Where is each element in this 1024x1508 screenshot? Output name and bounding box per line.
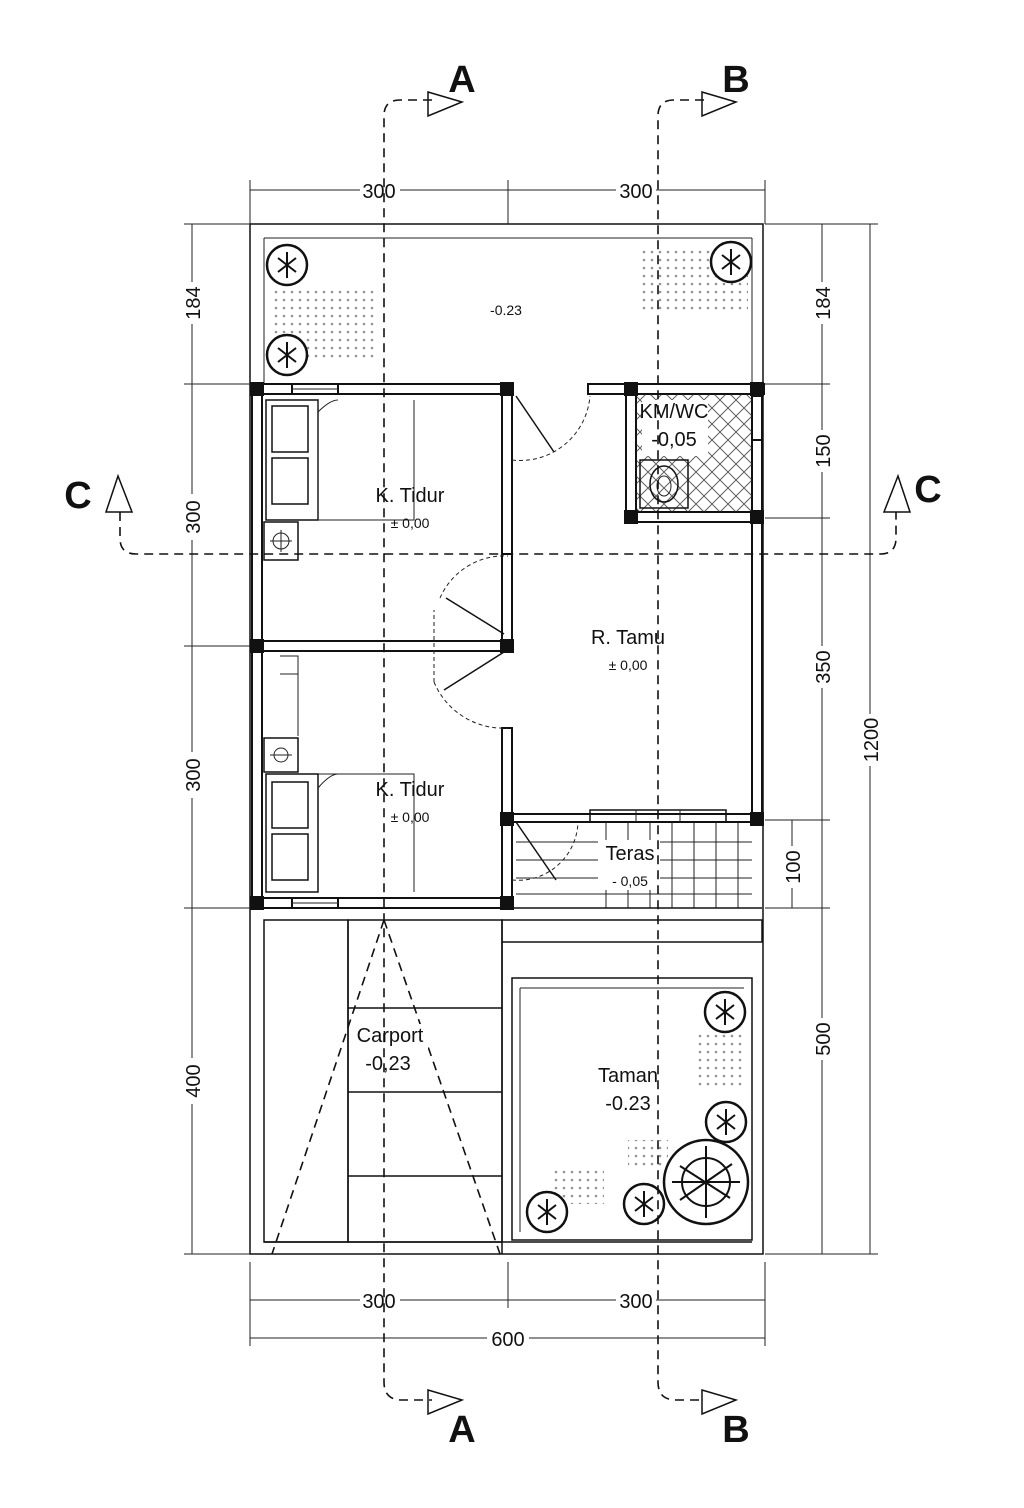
front-yard-level: -0.23 bbox=[490, 302, 522, 318]
doors bbox=[433, 395, 591, 881]
garden-name: Taman bbox=[598, 1065, 658, 1087]
section-b-bottom-label: B bbox=[722, 1409, 749, 1451]
left-dimension-chain: 184 300 300 400 bbox=[180, 223, 250, 1255]
dim-left-carport: 400 bbox=[183, 1064, 205, 1097]
living-room-level: ± 0,00 bbox=[609, 657, 648, 673]
dim-bottom-right: 300 bbox=[619, 1291, 652, 1313]
tree-icon bbox=[703, 990, 747, 1034]
wardrobe-icon bbox=[263, 521, 299, 561]
front-yard: -0.23 bbox=[265, 240, 753, 377]
dim-right-kmwc: 150 bbox=[813, 434, 835, 467]
section-arrow-icon bbox=[882, 473, 912, 513]
section-arrow-icon bbox=[427, 1388, 465, 1416]
section-line-a: A A bbox=[383, 59, 476, 1451]
carport: Carport -0,23 bbox=[263, 919, 503, 1255]
dim-top-left: 300 bbox=[362, 181, 395, 203]
tree-icon bbox=[525, 1190, 569, 1234]
carport-name: Carport bbox=[357, 1025, 424, 1047]
dim-left-front: 184 bbox=[183, 286, 205, 319]
bedroom-1-name: K. Tidur bbox=[376, 485, 445, 507]
tree-icon bbox=[265, 243, 309, 287]
garden-level: -0.23 bbox=[605, 1093, 651, 1115]
dim-right-front: 184 bbox=[813, 286, 835, 319]
dim-top-right: 300 bbox=[619, 181, 652, 203]
section-a-bottom-label: A bbox=[448, 1409, 475, 1451]
dim-right-taman: 500 bbox=[813, 1022, 835, 1055]
living-room-name: R. Tamu bbox=[591, 627, 665, 649]
bedroom-2-level: ± 0,00 bbox=[391, 809, 430, 825]
dim-bottom-total: 600 bbox=[491, 1329, 524, 1351]
section-line-c: C C bbox=[64, 469, 942, 555]
terrace-level: - 0,05 bbox=[612, 873, 648, 889]
bed-icon bbox=[265, 399, 319, 521]
bedroom-2-name: K. Tidur bbox=[376, 779, 445, 801]
dim-right-tamu: 350 bbox=[813, 650, 835, 683]
bedroom-2: K. Tidur ± 0,00 bbox=[263, 655, 445, 893]
terrace-name: Teras bbox=[606, 843, 655, 865]
terrace: Teras - 0,05 bbox=[512, 809, 762, 909]
living-room: R. Tamu ± 0,00 bbox=[591, 627, 665, 673]
tree-icon bbox=[704, 1100, 748, 1144]
dim-bottom-left: 300 bbox=[362, 1291, 395, 1313]
bed-icon bbox=[265, 773, 319, 893]
top-dimension-chain: 300 300 bbox=[249, 178, 766, 224]
tree-icon bbox=[622, 1182, 666, 1226]
garden: Taman -0.23 bbox=[501, 919, 763, 1254]
section-arrow-icon bbox=[104, 473, 134, 513]
tree-icon bbox=[662, 1138, 750, 1226]
section-a-top-label: A bbox=[448, 59, 475, 101]
section-line-b: B B bbox=[657, 59, 750, 1451]
dim-right-teras: 100 bbox=[783, 850, 805, 883]
carport-level: -0,23 bbox=[365, 1053, 411, 1075]
section-c-right-label: C bbox=[914, 469, 941, 511]
section-c-left-label: C bbox=[64, 475, 91, 517]
dim-right-total: 1200 bbox=[861, 718, 883, 763]
section-arrow-icon bbox=[701, 1388, 739, 1416]
section-arrow-icon bbox=[701, 90, 739, 118]
bathroom-level: -0,05 bbox=[651, 429, 697, 451]
dim-left-bed2: 300 bbox=[183, 758, 205, 791]
dim-left-bed1: 300 bbox=[183, 500, 205, 533]
bathroom: KM/WC -0,05 bbox=[635, 393, 753, 513]
wardrobe-icon bbox=[263, 737, 299, 773]
house-walls bbox=[250, 382, 765, 910]
bedroom-1: K. Tidur ± 0,00 bbox=[263, 399, 445, 561]
tree-icon bbox=[265, 333, 309, 377]
section-arrow-icon bbox=[427, 90, 465, 118]
bathroom-name: KM/WC bbox=[640, 401, 709, 423]
toilet-icon bbox=[639, 459, 689, 509]
section-b-top-label: B bbox=[722, 59, 749, 101]
bottom-dimension-chain: 300 300 600 bbox=[249, 1262, 766, 1351]
right-dimension-chain: 184 150 350 100 500 1200 bbox=[765, 223, 883, 1255]
tree-icon bbox=[709, 240, 753, 284]
bedroom-1-level: ± 0,00 bbox=[391, 515, 430, 531]
